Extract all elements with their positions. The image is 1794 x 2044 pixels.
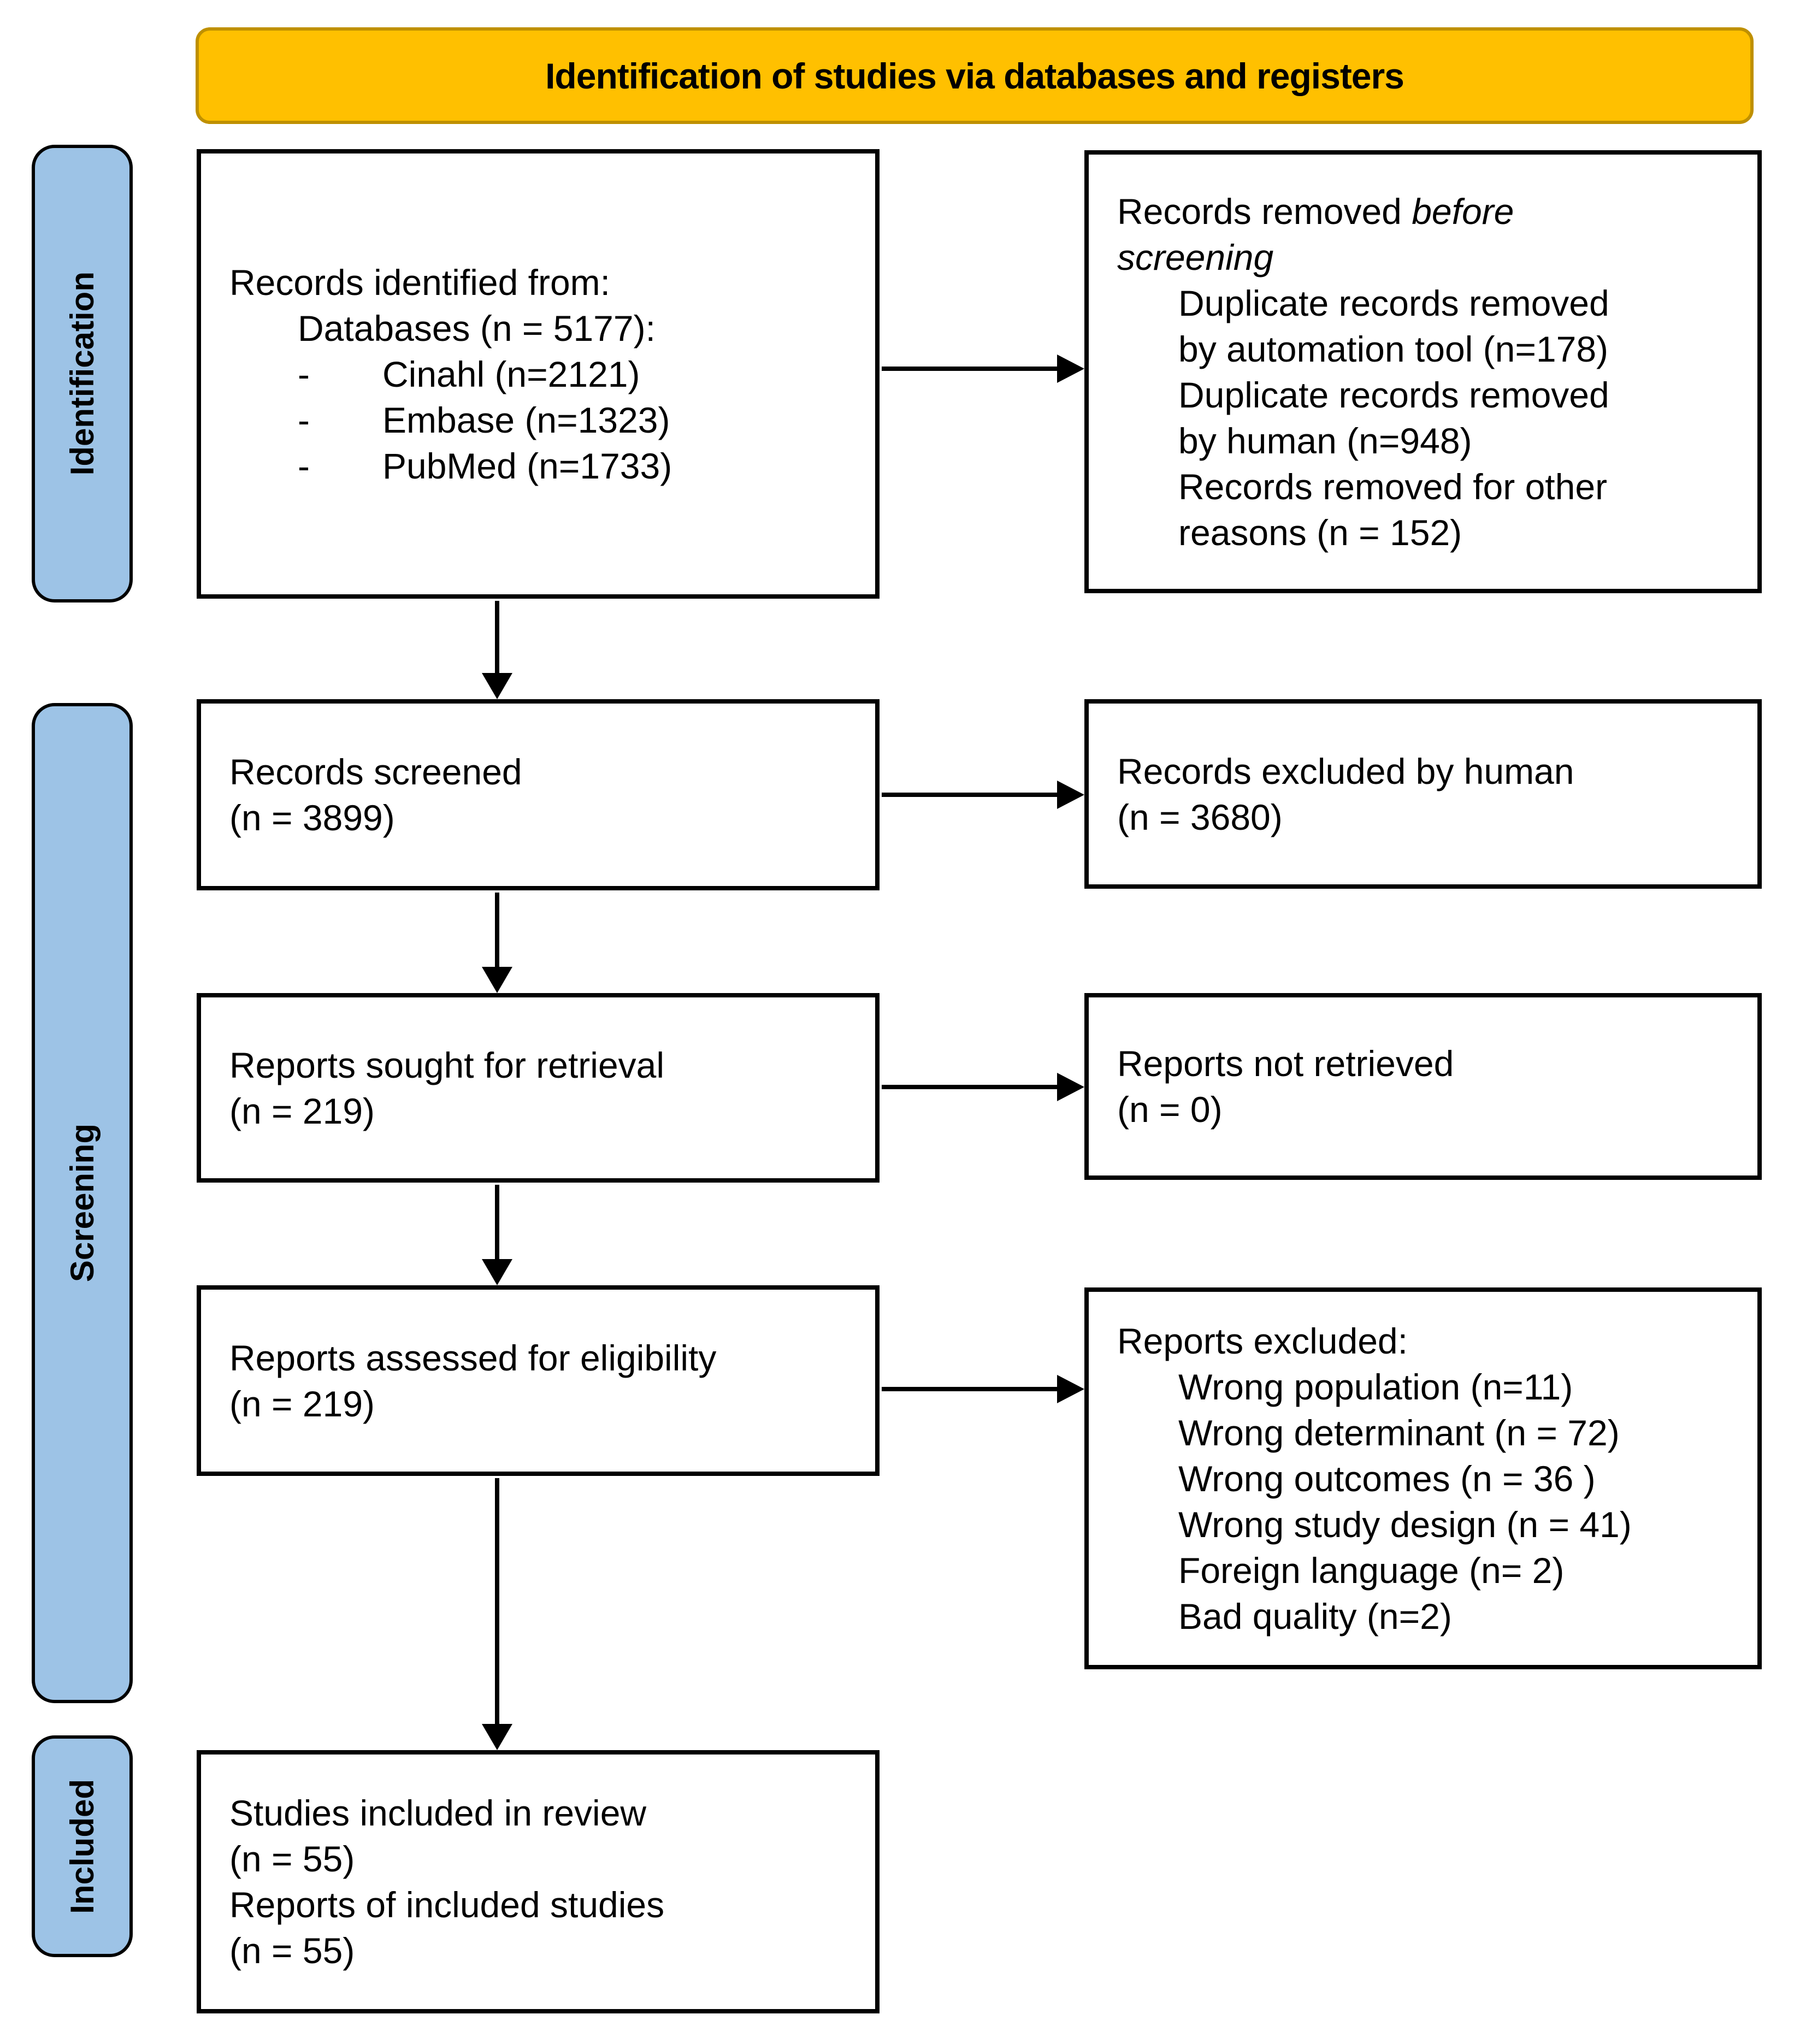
reports-excluded-item: Wrong population (n=11): [1178, 1366, 1573, 1407]
arrow-sought-to-assessed: [482, 1185, 512, 1285]
records-identified-item-embase: Embase (n=1323): [382, 399, 670, 440]
reports-assessed-count: (n = 219): [229, 1383, 375, 1424]
box-records-screened: Records screened (n = 3899): [197, 699, 880, 890]
records-removed-item-line: Duplicate records removed: [1178, 374, 1609, 415]
records-removed-item-line: by human (n=948): [1178, 420, 1472, 461]
stage-identification: Identification: [32, 145, 133, 602]
box-records-identified: Records identified from: Databases (n = …: [197, 149, 880, 599]
records-removed-title: Records removed before screening: [1117, 188, 1642, 280]
arrow-assessed-to-included: [482, 1478, 512, 1750]
records-screened-count: (n = 3899): [229, 797, 395, 838]
studies-included-line3: Reports of included studies: [229, 1885, 665, 1925]
records-removed-title-italic: before screening: [1117, 191, 1514, 277]
arrow-assessed-to-reports-excluded: [882, 1375, 1084, 1403]
stage-screening-label: Screening: [64, 1124, 101, 1283]
stage-screening: Screening: [32, 703, 133, 1703]
records-identified-databases: Databases (n = 5177):: [298, 308, 656, 348]
records-excluded-line1: Records excluded by human: [1117, 751, 1574, 791]
records-removed-item-line: Duplicate records removed: [1178, 282, 1609, 323]
arrow-head-down-icon: [482, 1259, 512, 1285]
arrow-shaft: [495, 893, 499, 969]
bullet-dash: -: [298, 399, 310, 440]
arrow-shaft: [882, 367, 1060, 371]
arrow-shaft: [495, 601, 499, 675]
records-identified-title: Records identified from:: [229, 262, 610, 303]
studies-included-count: (n = 55): [229, 1839, 355, 1879]
stage-identification-label: Identification: [64, 271, 101, 476]
arrow-head-right-icon: [1057, 781, 1084, 809]
arrow-head-right-icon: [1057, 1375, 1084, 1403]
arrow-identified-to-removed: [882, 355, 1084, 383]
reports-sought-line1: Reports sought for retrieval: [229, 1044, 665, 1085]
records-removed-item-line: by automation tool (n=178): [1178, 328, 1609, 369]
arrow-head-down-icon: [482, 967, 512, 993]
records-removed-item-line: Records removed for other: [1178, 466, 1608, 507]
box-reports-excluded: Reports excluded: Wrong population (n=11…: [1084, 1287, 1762, 1669]
studies-included-count2: (n = 55): [229, 1930, 355, 1971]
arrow-head-right-icon: [1057, 1073, 1084, 1101]
arrow-head-down-icon: [482, 673, 512, 699]
records-removed-item-line: reasons (n = 152): [1178, 512, 1462, 553]
box-records-excluded: Records excluded by human (n = 3680): [1084, 699, 1762, 889]
reports-excluded-item: Wrong determinant (n = 72): [1178, 1412, 1620, 1453]
reports-excluded-item: Bad quality (n=2): [1178, 1596, 1452, 1637]
reports-not-retrieved-line1: Reports not retrieved: [1117, 1043, 1454, 1084]
records-identified-item-pubmed: PubMed (n=1733): [382, 445, 672, 486]
records-excluded-count: (n = 3680): [1117, 796, 1283, 837]
box-reports-assessed: Reports assessed for eligibility (n = 21…: [197, 1285, 880, 1476]
box-reports-sought: Reports sought for retrieval (n = 219): [197, 993, 880, 1183]
reports-excluded-title: Reports excluded:: [1117, 1320, 1408, 1361]
box-reports-not-retrieved: Reports not retrieved (n = 0): [1084, 993, 1762, 1180]
arrow-shaft: [882, 1085, 1060, 1089]
arrow-sought-to-not-retrieved: [882, 1073, 1084, 1101]
arrow-identified-to-screened: [482, 601, 512, 699]
arrow-screened-to-excluded: [882, 781, 1084, 809]
arrow-screened-to-sought: [482, 893, 512, 993]
records-removed-title-normal: Records removed: [1117, 191, 1412, 232]
arrow-shaft: [495, 1478, 499, 1726]
records-identified-item: - Cinahl (n=2121): [298, 351, 853, 397]
arrow-head-right-icon: [1057, 355, 1084, 383]
reports-excluded-item: Wrong study design (n = 41): [1178, 1504, 1632, 1545]
bullet-dash: -: [298, 445, 310, 486]
records-identified-item-cinahl: Cinahl (n=2121): [382, 353, 640, 394]
banner-title: Identification of studies via databases …: [545, 55, 1404, 96]
studies-included-line1: Studies included in review: [229, 1793, 647, 1833]
reports-sought-count: (n = 219): [229, 1090, 375, 1131]
records-identified-item: - Embase (n=1323): [298, 397, 853, 443]
box-records-removed: Records removed before screening Duplica…: [1084, 150, 1762, 593]
stage-included-label: Included: [64, 1779, 101, 1914]
box-studies-included: Studies included in review (n = 55) Repo…: [197, 1750, 880, 2013]
arrow-shaft: [882, 793, 1060, 797]
arrow-shaft: [882, 1387, 1060, 1391]
arrow-shaft: [495, 1185, 499, 1261]
banner: Identification of studies via databases …: [196, 27, 1754, 124]
records-identified-item: - PubMed (n=1733): [298, 443, 853, 489]
reports-assessed-line1: Reports assessed for eligibility: [229, 1337, 717, 1378]
stage-included: Included: [32, 1735, 133, 1957]
reports-excluded-item: Foreign language (n= 2): [1178, 1550, 1565, 1591]
reports-excluded-item: Wrong outcomes (n = 36 ): [1178, 1458, 1596, 1499]
arrow-head-down-icon: [482, 1724, 512, 1750]
reports-not-retrieved-count: (n = 0): [1117, 1089, 1223, 1130]
bullet-dash: -: [298, 353, 310, 394]
records-screened-line1: Records screened: [229, 752, 522, 792]
